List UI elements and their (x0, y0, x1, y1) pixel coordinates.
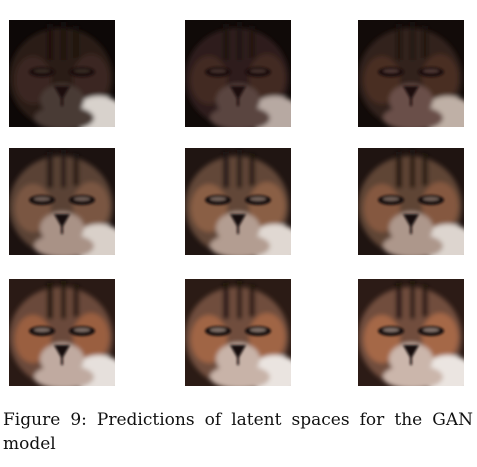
generated-cat-image (185, 20, 291, 127)
cat-face-illustration (9, 20, 115, 127)
generated-cat-image (358, 279, 464, 386)
cat-face-illustration (185, 279, 291, 386)
cat-face-illustration (358, 279, 464, 386)
cat-face-illustration (9, 279, 115, 386)
cat-face-illustration (9, 148, 115, 255)
generated-cat-image (9, 279, 115, 386)
generated-cat-image (185, 148, 291, 255)
cat-face-illustration (358, 148, 464, 255)
generated-cat-image (185, 279, 291, 386)
cat-face-illustration (358, 20, 464, 127)
generated-image-grid (9, 20, 464, 386)
generated-cat-image (358, 148, 464, 255)
generated-cat-image (358, 20, 464, 127)
figure-caption: Figure 9: Predictions of latent spaces f… (3, 410, 473, 454)
cat-face-illustration (185, 20, 291, 127)
generated-cat-image (9, 148, 115, 255)
generated-cat-image (9, 20, 115, 127)
cat-face-illustration (185, 148, 291, 255)
